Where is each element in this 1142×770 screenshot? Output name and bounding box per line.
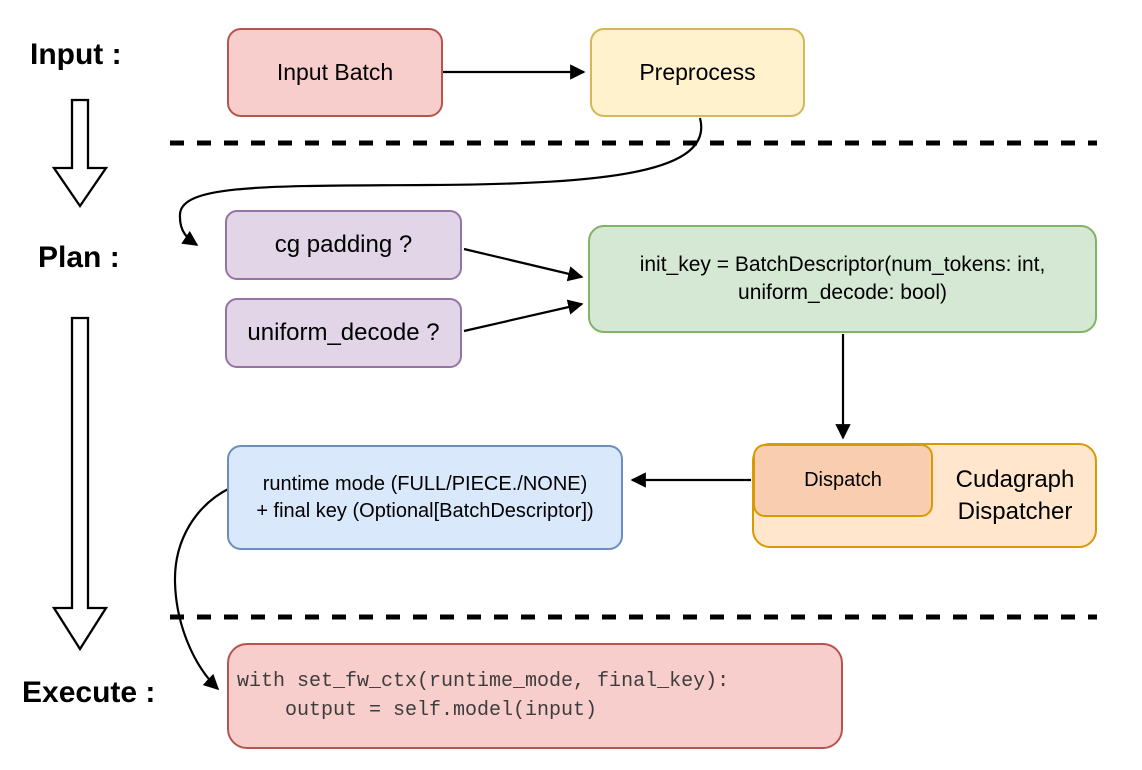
node-preprocess: Preprocess: [590, 28, 805, 117]
node-uniform-decode: uniform_decode ?: [225, 298, 462, 368]
node-execute-code: with set_fw_ctx(runtime_mode, final_key)…: [227, 643, 843, 749]
node-runtime-mode: runtime mode (FULL/PIECE./NONE) + final …: [227, 445, 623, 550]
stage-arrow-plan-to-execute-icon: [51, 316, 109, 652]
node-uniform-decode-label: uniform_decode ?: [247, 318, 440, 346]
edge-runtimemode-executecode: [173, 487, 231, 691]
node-input-batch: Input Batch: [227, 28, 443, 117]
execute-code-line2: output = self.model(input): [237, 699, 598, 722]
cudagraph-label-line1: Cudagraph: [955, 465, 1075, 493]
node-runtime-mode-line1: runtime mode (FULL/PIECE./NONE): [262, 472, 588, 495]
node-cudagraph-dispatcher-label: Cudagraph Dispatcher: [933, 461, 1097, 531]
edge-cgpadding-initkey: [463, 247, 584, 282]
edge-uniformdecode-initkey: [463, 299, 584, 333]
node-preprocess-label: Preprocess: [639, 58, 756, 85]
node-init-key: init_key = BatchDescriptor(num_tokens: i…: [588, 225, 1097, 333]
stage-arrow-input-to-plan-icon: [51, 98, 109, 209]
node-runtime-mode-line2: + final key (Optional[BatchDescriptor]): [256, 499, 594, 522]
execute-code-line1: with set_fw_ctx(runtime_mode, final_key)…: [237, 670, 730, 693]
node-init-key-line1: init_key = BatchDescriptor(num_tokens: i…: [639, 252, 1046, 276]
stage-label-execute: Execute :: [22, 676, 156, 709]
node-dispatch: Dispatch: [753, 444, 933, 517]
node-input-batch-label: Input Batch: [276, 58, 394, 85]
stage-label-plan: Plan :: [38, 241, 120, 274]
node-cg-padding: cg padding ?: [225, 210, 462, 280]
node-cg-padding-label: cg padding ?: [274, 230, 413, 258]
node-dispatch-label: Dispatch: [804, 469, 882, 491]
cudagraph-label-line2: Dispatcher: [957, 498, 1073, 525]
node-init-key-line2: uniform_decode: bool): [738, 281, 947, 304]
stage-label-input: Input :: [30, 38, 122, 71]
